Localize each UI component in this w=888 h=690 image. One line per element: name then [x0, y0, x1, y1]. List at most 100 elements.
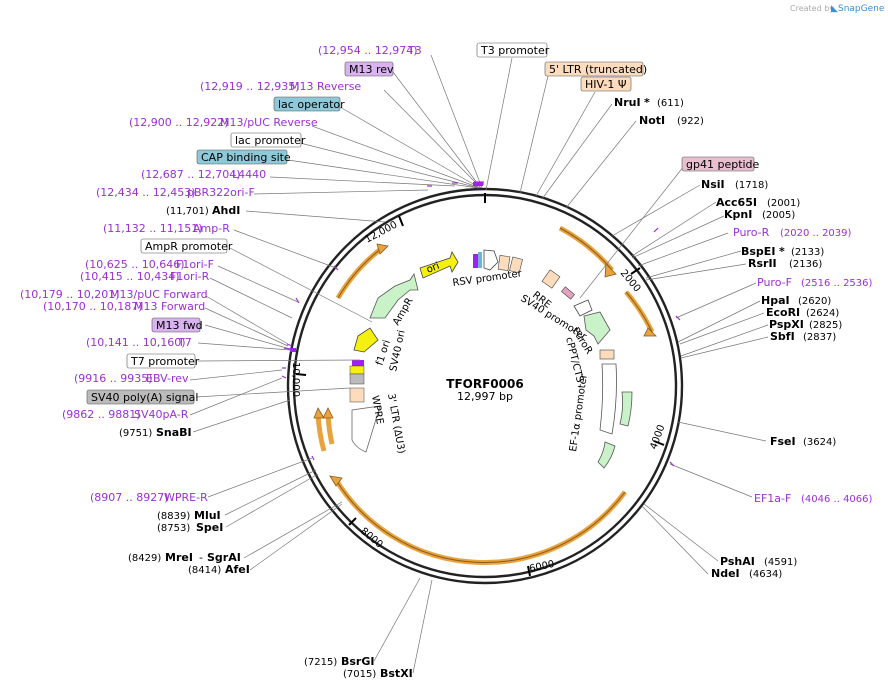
ori-feature — [419, 251, 459, 279]
f1ori-feature — [353, 327, 379, 353]
enzyme-nrui: NruI — [614, 96, 641, 109]
primer-m13-reverse: M13 Reverse — [290, 80, 361, 93]
m13-fwd-marker — [290, 348, 296, 352]
rsv-label: RSV promoter — [452, 268, 523, 289]
svg-text:(2825): (2825) — [809, 320, 842, 331]
svg-text:(4634): (4634) — [749, 569, 782, 580]
enzyme-acc65i: Acc65I — [716, 196, 757, 209]
ampr-feature — [369, 273, 419, 319]
svg-text:AmpR promoter: AmpR promoter — [145, 240, 233, 253]
enzyme-kpni: KpnI — [724, 208, 752, 221]
sv40ori-label: SV40 ori — [388, 329, 408, 372]
wpre-label: WPRE — [369, 395, 385, 426]
primer-m13-forward: M13 Forward — [134, 300, 205, 313]
primer-puro-r: Puro-R — [733, 226, 770, 239]
leader-lines — [189, 54, 769, 674]
enzyme-ndei: NdeI — [711, 567, 740, 580]
snapgene-logo-icon: ◣ — [831, 4, 838, 14]
primer-m13puc-forward: M13/pUC Forward — [110, 288, 208, 301]
svg-text:T3 promoter: T3 promoter — [480, 44, 550, 57]
svg-text:(2620): (2620) — [798, 296, 831, 307]
primer-amp-r: Amp-R — [193, 222, 230, 235]
svg-text:(10,141 .. 10,160): (10,141 .. 10,160) — [86, 336, 186, 349]
svg-text:(12,900 .. 12,922): (12,900 .. 12,922) — [129, 116, 229, 129]
left-labels: (12,954 .. 12,974) T3 M13 rev (12,919 ..… — [20, 44, 422, 680]
svg-text:HIV-1 Ψ: HIV-1 Ψ — [585, 78, 627, 91]
enzyme-bsrgi: BsrGI — [341, 655, 374, 668]
plasmid-size: 12,997 bp — [457, 390, 513, 403]
enzyme-afei: AfeI — [225, 563, 250, 576]
box-t7-promoter — [126, 353, 196, 369]
tick-4000: 4000 — [648, 423, 667, 451]
enzyme-pshai: PshAI — [720, 555, 755, 568]
svg-text:(11,701): (11,701) — [166, 206, 209, 217]
enzyme-bstxi: BstXI — [380, 667, 413, 680]
enzyme-mlui: MluI — [194, 509, 221, 522]
svg-text:(8414): (8414) — [188, 565, 221, 576]
svg-text:(9751): (9751) — [119, 428, 152, 439]
enzyme-ahdi: AhdI — [212, 204, 240, 217]
enzyme-rsrii: RsrII — [748, 257, 777, 270]
enzyme-bspei: BspEI — [741, 245, 775, 258]
svg-text:(7015): (7015) — [343, 669, 376, 680]
svg-text:(2133): (2133) — [791, 247, 824, 258]
primer-pbr322ori-f: pBR322ori-F — [187, 186, 255, 199]
svg-text:5' LTR (truncated): 5' LTR (truncated) — [549, 63, 647, 76]
svg-text:(10,170 .. 10,187): (10,170 .. 10,187) — [43, 300, 143, 313]
svg-text:(3624): (3624) — [803, 437, 836, 448]
box-gp41 — [681, 156, 755, 172]
primer-puro-f: Puro-F — [757, 276, 792, 289]
box-t3-promoter — [476, 42, 548, 58]
ltr3-label: 3' LTR (ΔU3) — [385, 393, 406, 455]
svg-text:(12,434 .. 12,453): (12,434 .. 12,453) — [96, 186, 196, 199]
svg-text:SV40 poly(A) signal: SV40 poly(A) signal — [91, 391, 198, 404]
svg-text:*: * — [644, 96, 650, 109]
tick-10000: 10,000 — [290, 362, 301, 397]
svg-text:(2516 .. 2536): (2516 .. 2536) — [801, 278, 873, 289]
svg-text:T7 promoter: T7 promoter — [130, 355, 200, 368]
m13-rev-marker — [473, 182, 483, 186]
plasmid-name: TFORF0006 — [446, 377, 523, 391]
svg-text:(4591): (4591) — [764, 557, 797, 568]
svg-text:(12,954 .. 12,974): (12,954 .. 12,974) — [318, 44, 418, 57]
box-cap-binding — [196, 149, 288, 165]
svg-text:(9916 .. 9935): (9916 .. 9935) — [74, 372, 153, 385]
box-lac-promoter — [230, 132, 302, 148]
enzyme-ecori: EcoRI — [766, 306, 800, 319]
svg-text:(8907 .. 8927): (8907 .. 8927) — [90, 491, 169, 504]
primer-sv40pa-r: SV40pA-R — [134, 408, 189, 421]
enzyme-nsii: NsiI — [701, 178, 725, 191]
box-m13-rev — [344, 61, 394, 77]
right-labels: T3 promoter 5' LTR (truncated) HIV-1 Ψ N… — [476, 42, 873, 580]
primer-f1ori-r: F1ori-R — [170, 270, 210, 283]
svg-text:(2624): (2624) — [806, 308, 839, 319]
svg-text:(10,415 .. 10,434): (10,415 .. 10,434) — [80, 270, 180, 283]
svg-text:(2001): (2001) — [767, 198, 800, 209]
svg-text:(1718): (1718) — [735, 180, 768, 191]
svg-text:(8753): (8753) — [157, 523, 190, 534]
primer-t7: T7 — [177, 336, 192, 349]
svg-text:(12,919 .. 12,935): (12,919 .. 12,935) — [200, 80, 300, 93]
backbone-outer — [286, 187, 684, 585]
enzyme-pspxi: PspXI — [769, 318, 804, 331]
svg-text:(7215): (7215) — [304, 657, 337, 668]
svg-text:gp41 peptide: gp41 peptide — [686, 158, 760, 171]
primer-l4440: L4440 — [232, 168, 266, 181]
snapgene-logo: SnapGene — [838, 4, 885, 14]
svg-text:(11,132 .. 11,151): (11,132 .. 11,151) — [103, 222, 203, 235]
enzyme-noti: NotI — [639, 114, 665, 127]
tick-marks — [295, 193, 665, 577]
inner-features: ori AmpR f1 ori SV40 ori WPRE 3' LTR (ΔU… — [349, 249, 633, 469]
svg-text:M13 fwd: M13 fwd — [156, 319, 203, 332]
primer-m13puc-reverse: M13/pUC Reverse — [220, 116, 318, 129]
svg-text:(611): (611) — [657, 98, 684, 109]
primer-ebv-rev: EBV-rev — [146, 372, 189, 385]
svg-text:(4046 .. 4066): (4046 .. 4066) — [801, 494, 873, 505]
created-by-text: Created by — [790, 4, 834, 13]
tick-12000: 12,000 — [363, 220, 399, 246]
svg-text:(10,179 .. 10,201): (10,179 .. 10,201) — [20, 288, 120, 301]
box-lac-operator — [273, 96, 341, 112]
box-ampr-promoter — [140, 238, 228, 254]
svg-text:lac operator: lac operator — [278, 98, 345, 111]
feature-arcs — [315, 225, 655, 566]
